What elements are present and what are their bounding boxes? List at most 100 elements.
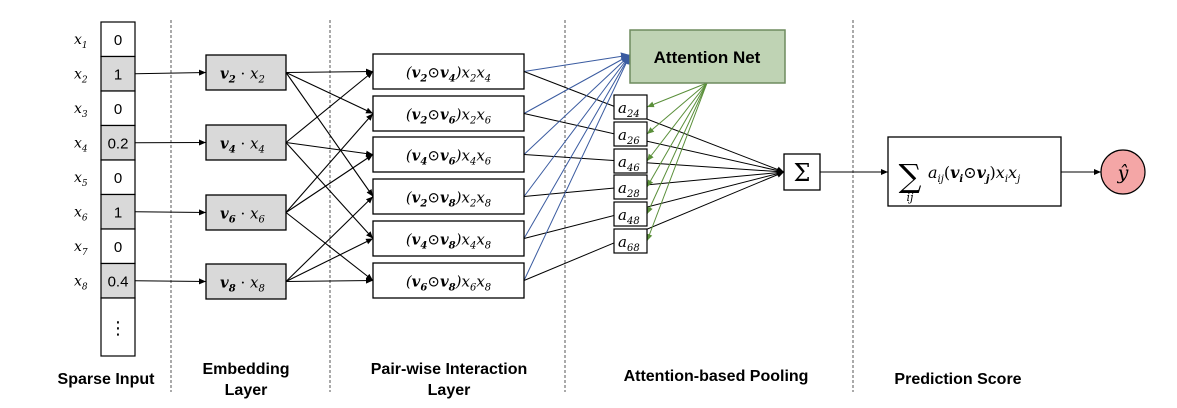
pairwise-to-attention-net-arrow [523,54,631,281]
attention-net-to-weight-arrow [646,82,708,188]
pairwise-to-sum-arrow [523,170,785,239]
embedding-to-pairwise-arrow [285,154,374,213]
attention-weight-label: a28 [618,179,640,200]
attention-weight: a28 [613,174,648,200]
input-cell-value: 1 [114,67,122,84]
input-cell: 1 x2 [74,55,136,92]
embedding-label: v4 · x4 [220,135,265,156]
pairwise-label: (v4⊙v8)x4x8 [406,231,491,252]
label-prediction-score: Prediction Score [894,371,1021,388]
attention-net-label: Attention Net [654,48,761,67]
input-cell-box [100,21,136,58]
input-ellipsis-cell [100,297,136,357]
embedding-to-pairwise-arrow [285,141,374,157]
pairwise-to-sum-arrow [523,169,785,197]
attention-weight-box [613,201,648,227]
attention-weight: a24 [613,94,648,120]
input-cell: 1x6 [74,193,136,230]
pairwise-label: (v4⊙v6)x4x6 [406,147,492,168]
input-cell-box [100,159,136,196]
pairwise-interaction-layer: (v2⊙v4)x2x4(v2⊙v6)x2x6(v4⊙v6)x4x6(v2⊙v8)… [372,53,525,299]
attention-net-to-weight-arrow [646,82,708,242]
attention-weight-label: a48 [618,206,640,227]
embedding-box [205,263,287,300]
pairwise-to-attention-net-arrow [523,54,631,155]
pairwise-to-attention-net-arrow [523,52,631,72]
label-embedding-line1: Embedding [202,361,289,378]
embedding-label: v8 · x8 [220,274,265,295]
pairwise-label: (v2⊙v6)x2x6 [406,106,492,127]
pairwise-box-group: (v6⊙v8)x6x8 [372,262,525,299]
input-cell-value: 0.4 [108,274,129,291]
pairwise-box [372,136,525,173]
input-feature-label: x1 [74,32,88,51]
input-cell-value: 0 [114,239,122,256]
input-cell: 0 x1 [74,21,136,58]
pairwise-box [372,53,525,90]
attention-weight-box [613,148,648,174]
output-y-hat: ŷ [1117,162,1129,184]
input-feature-label: x6 [74,205,88,224]
attention-weight-box [613,228,648,254]
sum-symbol: Σ [794,159,811,187]
pairwise-to-attention-net-arrow [523,54,631,197]
section-separators [170,20,854,392]
input-cell: 0.4x8 [74,262,136,299]
input-feature-label: x2 [74,67,88,86]
pairwise-box-group: (v2⊙v8)x2x8 [372,178,525,215]
attention-net-to-weight-arrow [646,82,708,135]
attention-net-to-weight-arrow [646,82,708,162]
attention-weight-box [613,174,648,200]
input-feature-label: x4 [74,136,88,155]
sum-node: Σ [783,153,821,191]
attention-weight: a68 [613,228,648,254]
embedding-box-group: v8 · x8 [205,263,287,300]
section-labels: Sparse Input Embedding Layer Pair-wise I… [58,361,1022,399]
embedding-to-pairwise-arrow [285,72,374,197]
label-attention-pooling: Attention-based Pooling [624,368,809,385]
pairwise-box [372,262,525,299]
attention-net-to-weight-arrow [646,82,708,108]
pairwise-to-sum-arrow [523,113,785,174]
sum-box [783,153,821,191]
prediction-formula: ∑ ij aij(vi⊙vj)xixj [887,136,1062,207]
input-feature-label: x5 [74,170,88,189]
input-cell: 0x7 [74,228,136,265]
pairwise-to-attention-net-arrow [523,54,631,239]
pairwise-label: (v2⊙v8)x2x8 [406,189,491,210]
embedding-box [205,54,287,91]
input-feature-label: x3 [74,101,88,120]
pairwise-box-group: (v4⊙v6)x4x6 [372,136,525,173]
attention-weight-label: a26 [618,126,640,147]
pairwise-box [372,95,525,132]
attention-weight: a46 [613,148,648,174]
input-cell-value: 0 [114,32,122,49]
pairwise-to-sum-arrow [523,154,785,175]
pairwise-to-attention-net-arrow [523,54,631,114]
embedding-box-group: v4 · x4 [205,124,287,161]
output-node: ŷ [1100,149,1146,195]
input-cell-box [100,90,136,127]
input-cell-box [100,193,136,230]
embedding-label: v6 · x6 [220,205,265,226]
pairwise-to-sum-arrow [523,171,785,281]
input-cell-value: 0.2 [108,136,129,153]
input-cell-value: 0 [114,170,122,187]
pairwise-box-group: (v4⊙v8)x4x8 [372,220,525,257]
embedding-to-pairwise-arrow [285,71,374,143]
embedding-box-group: v6 · x6 [205,194,287,231]
attention-weight: a48 [613,201,648,227]
embedding-box [205,194,287,231]
output-circle [1100,149,1146,195]
input-to-embedding-arrow [134,209,207,216]
embedding-to-pairwise-arrow [285,72,374,114]
label-sparse-input: Sparse Input [58,371,156,388]
input-cell-box [100,55,136,92]
attention-net-box [629,29,786,84]
pairwise-to-sum-arrow [523,71,785,173]
input-to-embedding-arrow [134,278,207,285]
